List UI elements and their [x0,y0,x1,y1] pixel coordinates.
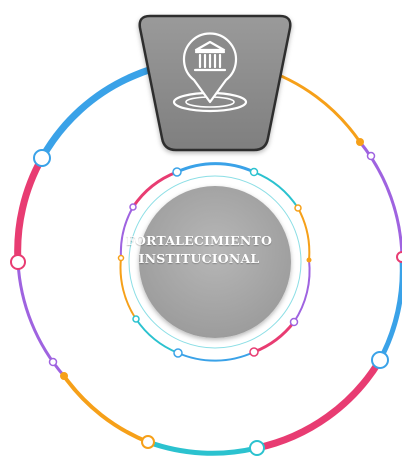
center-title-line1: FORTALECIMIENTO [125,233,273,248]
inner-node [173,348,183,358]
outer-node [141,435,155,449]
center-circle [139,186,291,338]
outer-node [371,351,389,369]
outer-node [60,372,68,380]
inner-node [249,167,259,177]
inner-ring-nodes [117,167,312,358]
outer-node [249,440,265,456]
inner-node [132,315,140,323]
center-title: FORTALECIMIENTO INSTITUCIONAL [124,232,274,268]
outer-node [366,151,376,161]
inner-node [294,204,302,212]
outer-ring-nodes [10,138,402,456]
inner-node [249,347,259,357]
inner-node [289,317,299,327]
outer-node [10,254,26,270]
outer-node [396,251,402,263]
inner-node [172,167,182,177]
outer-node [33,149,51,167]
bank-building-location-pin-icon [172,32,248,113]
inner-node [117,254,125,262]
outer-node [48,357,58,367]
inner-node [129,203,137,211]
inner-node [306,257,312,263]
center-title-line2: INSTITUCIONAL [138,251,260,266]
outer-node [356,138,364,146]
